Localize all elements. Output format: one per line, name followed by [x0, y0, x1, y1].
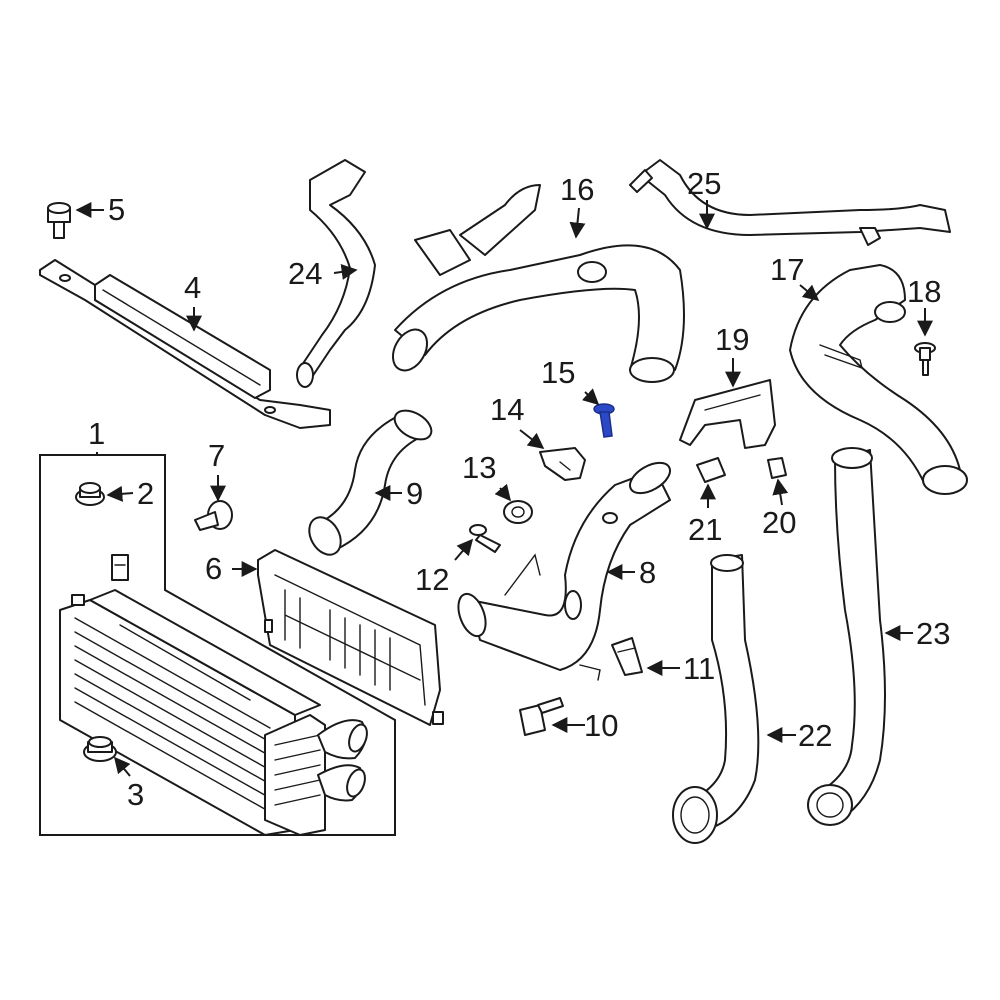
callout-2: 2	[137, 476, 154, 511]
shroud-part-6	[257, 549, 444, 726]
bracket-part-19	[679, 379, 776, 449]
callout-18: 18	[907, 274, 941, 309]
clip-part-20	[767, 457, 787, 479]
grommet-part-2	[75, 482, 105, 506]
callout-24: 24	[288, 256, 322, 291]
callout-20: 20	[762, 505, 796, 540]
callout-9: 9	[406, 476, 423, 511]
callout-8: 8	[639, 555, 656, 590]
hose-part-17	[789, 264, 968, 495]
bolt-part-18	[914, 342, 936, 376]
callout-12: 12	[415, 562, 449, 597]
clip-part-11	[611, 637, 643, 676]
callout-13: 13	[462, 450, 496, 485]
callout-22: 22	[798, 718, 832, 753]
clip-part-21	[696, 457, 726, 483]
callout-23: 23	[916, 616, 950, 651]
callout-4: 4	[184, 270, 201, 305]
callout-21: 21	[688, 512, 722, 547]
bolt-part-5	[47, 202, 71, 239]
callout-25: 25	[687, 166, 721, 201]
callout-17: 17	[770, 252, 804, 287]
tube-part-24	[296, 159, 376, 388]
callout-labels: 1 2 3 4 5 6 7 8 9 10 11 12 13 14 15 16 1…	[88, 166, 950, 812]
callout-14: 14	[490, 392, 524, 427]
bracket-part-4	[39, 259, 331, 429]
callout-11: 11	[683, 651, 715, 686]
bolt-part-15-highlighted	[593, 403, 615, 438]
grommet-part-3	[83, 736, 117, 762]
sensor-part-14	[539, 447, 586, 481]
intercooler-assembly	[39, 454, 396, 836]
bolt-part-10	[519, 697, 564, 736]
callout-16: 16	[560, 172, 594, 207]
leader-lines	[75, 200, 933, 777]
hose-part-23	[807, 447, 886, 826]
nut-part-13	[503, 500, 533, 524]
fastener-part-12	[469, 524, 501, 553]
hose-part-9	[308, 409, 433, 556]
callout-5: 5	[108, 192, 125, 227]
tube-part-25	[629, 159, 951, 246]
pipe-part-8	[457, 461, 671, 681]
callout-15: 15	[541, 355, 575, 390]
pipe-part-16	[391, 184, 685, 383]
callout-6: 6	[205, 551, 222, 586]
hose-part-22	[672, 554, 760, 844]
callout-19: 19	[715, 322, 749, 357]
callout-10: 10	[584, 708, 618, 743]
callout-1: 1	[88, 416, 105, 451]
pin-part-7	[194, 500, 233, 531]
callout-7: 7	[208, 438, 225, 473]
callout-3: 3	[127, 777, 144, 812]
